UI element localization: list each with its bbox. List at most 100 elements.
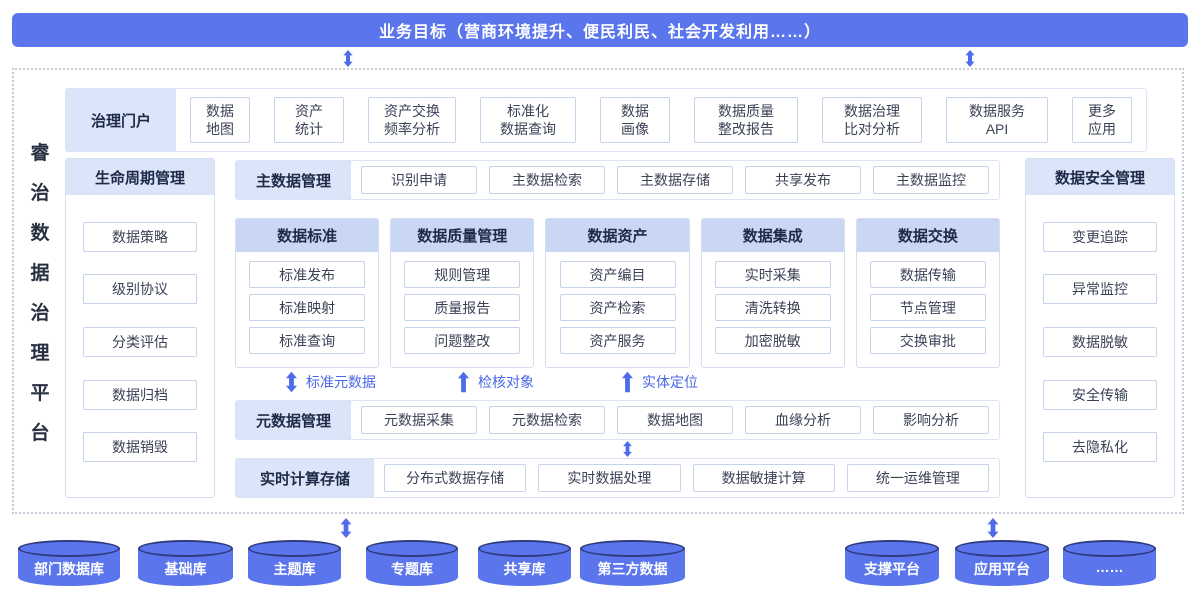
master-data-item: 主数据监控: [873, 166, 989, 194]
portal-item-line: 数据质量: [718, 102, 774, 119]
column-header: 数据质量管理: [391, 219, 534, 252]
column-item: 资产编目: [559, 261, 676, 288]
portal-item-line: 地图: [206, 121, 234, 137]
column-data-exchange: 数据交换 数据传输 节点管理 交换审批: [855, 218, 1001, 368]
platform-label: 应用平台: [974, 561, 1030, 577]
column-item: 标准映射: [249, 294, 366, 321]
portal-item-line: 标准化: [507, 102, 549, 119]
platform-boundary: [12, 68, 1184, 514]
column-item: 规则管理: [404, 261, 521, 288]
security-item: 去隐私化: [1043, 432, 1157, 463]
cylinder-top: [138, 540, 233, 557]
column-item: 交换审批: [869, 327, 986, 354]
portal-item: 更多 应用: [1072, 97, 1132, 143]
metadata-item: 元数据采集: [361, 406, 477, 434]
metadata-item: 数据地图: [617, 406, 733, 434]
database-label: 专题库: [391, 561, 433, 577]
cylinder-top: [845, 540, 939, 557]
column-item: 资产检索: [559, 294, 676, 321]
column-item: 标准发布: [249, 261, 366, 288]
column-header: 数据集成: [701, 219, 844, 252]
realtime-item: 分布式数据存储: [384, 464, 527, 492]
realtime-item: 数据敏捷计算: [692, 464, 835, 492]
master-data-item: 共享发布: [745, 166, 861, 194]
lifecycle-item: 数据策略: [83, 221, 197, 252]
double-arrow-icon: [621, 441, 634, 457]
platform-cylinder: 应用平台: [955, 540, 1049, 586]
lifecycle-panel: 生命周期管理 数据策略 级别协议 分类评估 数据归档 数据销毁: [65, 158, 215, 498]
database-cylinder: 主题库: [248, 540, 341, 586]
metadata-row: 元数据管理 元数据采集 元数据检索 数据地图 血缘分析 影响分析: [235, 400, 1000, 440]
portal-item: 资产 统计: [274, 97, 344, 143]
database-label: 主题库: [273, 561, 316, 577]
platform-label: 支撑平台: [864, 561, 920, 577]
platform-cylinder: 支撑平台: [845, 540, 939, 586]
double-arrow-icon: [341, 50, 355, 67]
portal-item-line: 更多: [1088, 102, 1116, 119]
flow-standard-metadata: 标准元数据: [285, 371, 376, 393]
double-arrow-icon: [339, 518, 353, 538]
portal-item-line: 数据: [206, 102, 234, 119]
portal-item-line: 数据查询: [500, 121, 556, 137]
platform-cylinder: ……: [1063, 540, 1156, 586]
database-label: 第三方数据: [597, 561, 668, 577]
flow-label: 标准元数据: [306, 374, 376, 390]
database-cylinder: 第三方数据: [580, 540, 685, 586]
realtime-item: 实时数据处理: [538, 464, 681, 492]
up-arrow-icon: [457, 371, 470, 393]
flow-label: 检核对象: [478, 374, 534, 390]
metadata-label: 元数据管理: [236, 401, 351, 439]
portal-label: 治理门户: [66, 89, 176, 151]
portal-item-line: 资产交换: [384, 102, 440, 119]
cylinder-top: [366, 540, 458, 557]
column-item: 清洗转换: [714, 294, 831, 321]
column-items: 资产编目 资产检索 资产服务: [546, 252, 688, 367]
security-items: 变更追踪 异常监控 数据脱敏 安全传输 去隐私化: [1026, 195, 1174, 497]
realtime-item: 统一运维管理: [846, 464, 989, 492]
column-items: 实时采集 清洗转换 加密脱敏: [702, 252, 844, 367]
column-data-integration: 数据集成 实时采集 清洗转换 加密脱敏: [700, 218, 845, 368]
database-label: 共享库: [503, 561, 546, 577]
database-cylinder: 部门数据库: [18, 540, 120, 586]
portal-item-line: 画像: [621, 121, 649, 137]
cylinder-top: [1063, 540, 1156, 557]
column-header: 数据交换: [856, 219, 1000, 252]
portal-item-line: 应用: [1088, 121, 1116, 137]
portal-item-line: 频率分析: [384, 121, 440, 137]
cylinder-top: [478, 540, 571, 557]
lifecycle-item: 数据归档: [83, 379, 197, 410]
database-label: 基础库: [164, 561, 207, 577]
metadata-item: 影响分析: [873, 406, 989, 434]
platform-title: 睿治数据治理平台: [30, 142, 50, 444]
master-data-row: 主数据管理 识别申请 主数据检索 主数据存储 共享发布 主数据监控: [235, 160, 1000, 200]
lifecycle-header: 生命周期管理: [66, 159, 214, 195]
security-item: 变更追踪: [1043, 221, 1157, 252]
security-item: 数据脱敏: [1043, 326, 1157, 357]
column-items: 规则管理 质量报告 问题整改: [391, 252, 533, 367]
lifecycle-item: 数据销毁: [83, 432, 197, 463]
flow-entity-location: 实体定位: [621, 371, 698, 393]
column-item: 问题整改: [404, 327, 521, 354]
database-label: 部门数据库: [34, 561, 104, 577]
column-items: 标准发布 标准映射 标准查询: [236, 252, 378, 367]
security-item: 安全传输: [1043, 379, 1157, 410]
portal-item-line: 数据: [621, 102, 649, 119]
portal-items: 数据 地图 资产 统计 资产交换 频率分析 标准化 数据查询 数据 画像 数据质…: [176, 89, 1146, 151]
master-data-label: 主数据管理: [236, 161, 351, 199]
business-goal-text: 业务目标（营商环境提升、便民利民、社会开发利用……）: [378, 24, 821, 41]
flow-check-object: 检核对象: [457, 371, 534, 393]
column-header: 数据标准: [236, 219, 379, 252]
portal-item-line: API: [985, 121, 1009, 137]
portal-row: 治理门户 数据 地图 资产 统计 资产交换 频率分析 标准化 数据查询 数据 画…: [65, 88, 1147, 152]
portal-item-line: 统计: [295, 121, 323, 137]
cylinder-top: [248, 540, 341, 557]
cylinder-top: [955, 540, 1049, 557]
metadata-items: 元数据采集 元数据检索 数据地图 血缘分析 影响分析: [351, 401, 999, 439]
capability-columns: 数据标准 标准发布 标准映射 标准查询 数据质量管理 规则管理 质量报告 问题整…: [235, 218, 1001, 368]
portal-item: 数据 画像: [600, 97, 670, 143]
portal-item: 数据治理 比对分析: [822, 97, 922, 143]
portal-item-line: 整改报告: [718, 121, 774, 137]
double-arrow-icon: [285, 371, 298, 393]
database-cylinder: 共享库: [478, 540, 571, 586]
